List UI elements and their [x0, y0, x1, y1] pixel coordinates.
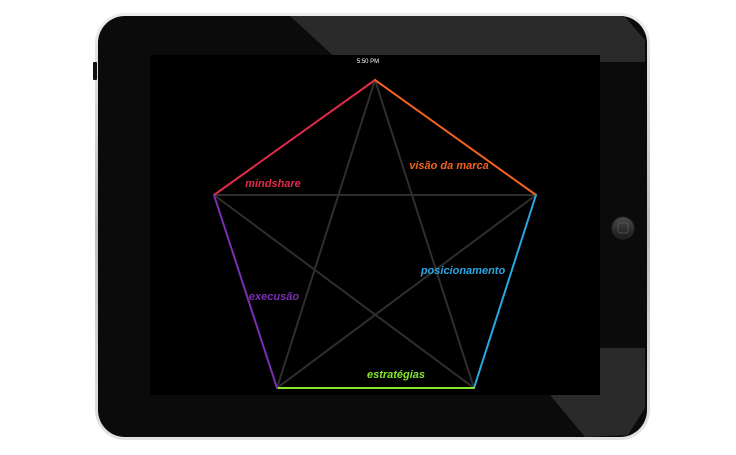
edge-mindshare	[213, 79, 376, 196]
label-visao-da-marca[interactable]: visão da marca	[409, 160, 489, 172]
pentagram-line	[276, 194, 537, 389]
label-estrategias[interactable]: estratégias	[367, 369, 425, 381]
pentagram-line	[374, 79, 475, 389]
label-posicionamento[interactable]: posicionamento	[420, 265, 506, 277]
brand-pentagon-diagram: mindshare visão da marca posicionamento est…	[213, 79, 537, 389]
label-mindshare[interactable]: mindshare	[245, 178, 301, 190]
pentagram-line	[213, 194, 475, 389]
home-button-icon[interactable]	[611, 216, 635, 240]
home-button-glyph	[617, 222, 629, 234]
edge-execusao	[213, 194, 278, 389]
edge-visao-da-marca	[374, 79, 537, 196]
screen-glare-top	[290, 16, 645, 62]
screen	[150, 55, 600, 395]
screen-glare-bottom	[550, 348, 645, 437]
label-execusao[interactable]: execusão	[249, 291, 299, 303]
pentagram-line	[276, 79, 376, 389]
edge-posicionamento	[473, 194, 537, 389]
side-switch[interactable]	[93, 62, 97, 80]
status-bar-time: 5:50 PM	[356, 59, 380, 65]
